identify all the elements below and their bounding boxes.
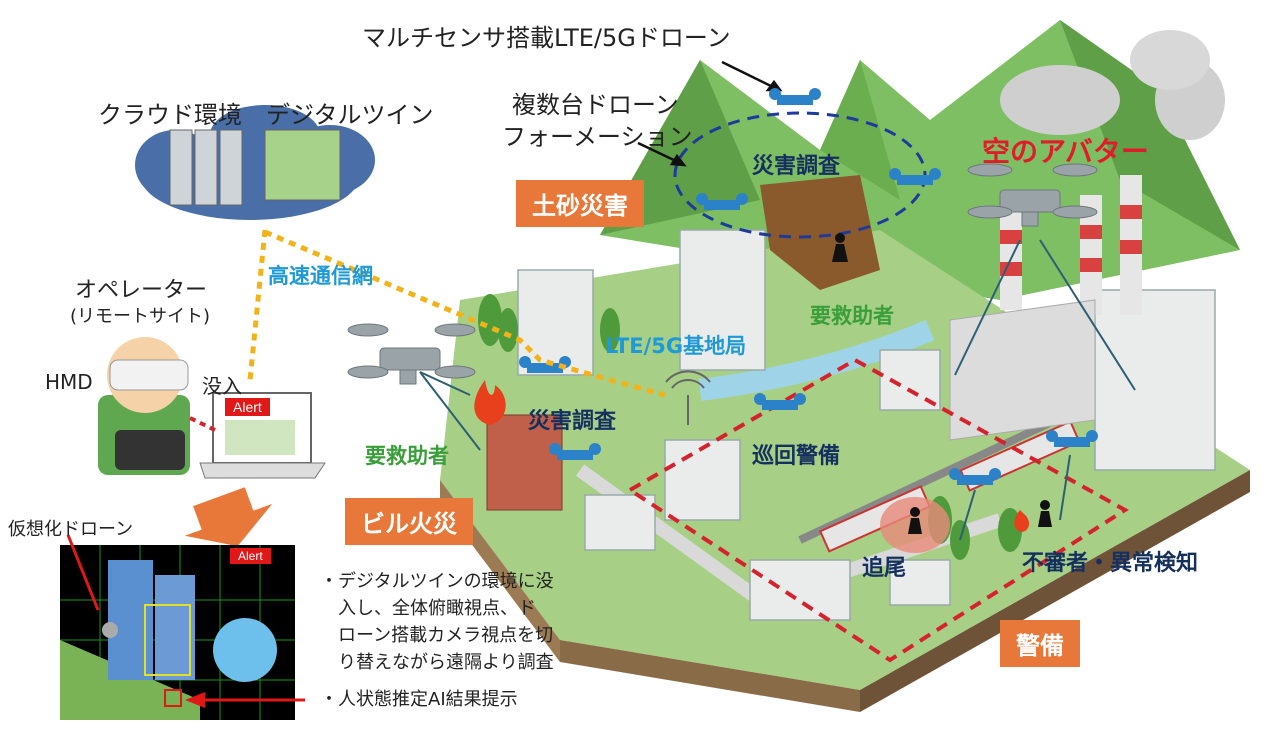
- digital-twin-thumbnail: [264, 129, 341, 201]
- virtual-drone-label: 仮想化ドローン: [8, 519, 134, 540]
- formation-label-line2: フォーメーション: [502, 123, 693, 151]
- virtual-alert-badge: Alert: [230, 548, 271, 564]
- network-label: 高速通信網: [268, 264, 373, 288]
- cell-tower-icon: [665, 370, 711, 425]
- immersion-label: 没入: [202, 374, 242, 398]
- factory: [949, 30, 1225, 441]
- network-link: [247, 229, 268, 381]
- result-pointer: [185, 692, 205, 708]
- landslide-rescue-label: 要救助者: [810, 304, 894, 328]
- down-arrow-icon: [184, 487, 273, 547]
- fire-rescue-label: 要救助者: [365, 444, 449, 468]
- river: [698, 319, 935, 401]
- bullet-line: ・デジタルツインの環境に没: [320, 571, 554, 592]
- bullet-line: ローン搭載カメラ視点を切: [320, 625, 554, 646]
- bullet-line: 入し、全体俯瞰視点、ド: [320, 598, 536, 619]
- detect-label: 不審者・異常検知: [1022, 551, 1199, 576]
- drones: [519, 88, 1098, 485]
- security-title: 警備: [1000, 620, 1080, 667]
- sky-avatar-label: 空のアバター: [982, 135, 1149, 168]
- lte-drone-label: マルチセンサ搭載LTE/5Gドローン: [362, 24, 731, 52]
- network-link-2: [264, 229, 666, 398]
- virtual-drone-pointer: [66, 534, 100, 611]
- operator-subtitle: (リモートサイト): [70, 306, 211, 327]
- operator-title: オペレーター: [75, 278, 208, 303]
- fire-survey-label: 災害調査: [528, 409, 617, 434]
- base-station-label: LTE/5G基地局: [605, 334, 747, 358]
- burning-building: [486, 414, 563, 511]
- landslide-survey-label: 災害調査: [752, 154, 841, 179]
- cloud-label: クラウド環境 デジタルツイン: [98, 101, 434, 129]
- patrol-label: 巡回警備: [752, 444, 841, 469]
- laptop-alert-badge: Alert: [225, 398, 270, 416]
- operator-laptop-link: [189, 416, 216, 432]
- formation-label-line1: 複数台ドローン: [512, 91, 679, 119]
- operator-figure: [98, 337, 190, 475]
- server-rack-icon: [169, 129, 243, 206]
- chase-label: 追尾: [862, 556, 907, 581]
- person-icon: [832, 233, 1052, 534]
- landslide-area: [760, 175, 880, 290]
- bullet-line: り替えながら遠隔より調査: [320, 652, 554, 673]
- large-drone-sky-avatar: [967, 163, 1098, 227]
- building-fire-title: ビル火災: [345, 498, 473, 545]
- sensor-lines: [419, 239, 1136, 541]
- description-bullets: ・デジタルツインの環境に没 入し、全体俯瞰視点、ド ローン搭載カメラ視点を切 り…: [320, 568, 554, 713]
- large-drone-left: [347, 323, 476, 385]
- landslide-title: 土砂災害: [516, 180, 644, 227]
- bullet-line: ・人状態推定AI結果提示: [320, 689, 518, 710]
- security-area: [626, 357, 1129, 663]
- hmd-label: HMD: [45, 370, 93, 394]
- fire-icon: [474, 380, 1029, 532]
- buildings: [517, 229, 1216, 621]
- virtual-view-panel: [60, 545, 295, 720]
